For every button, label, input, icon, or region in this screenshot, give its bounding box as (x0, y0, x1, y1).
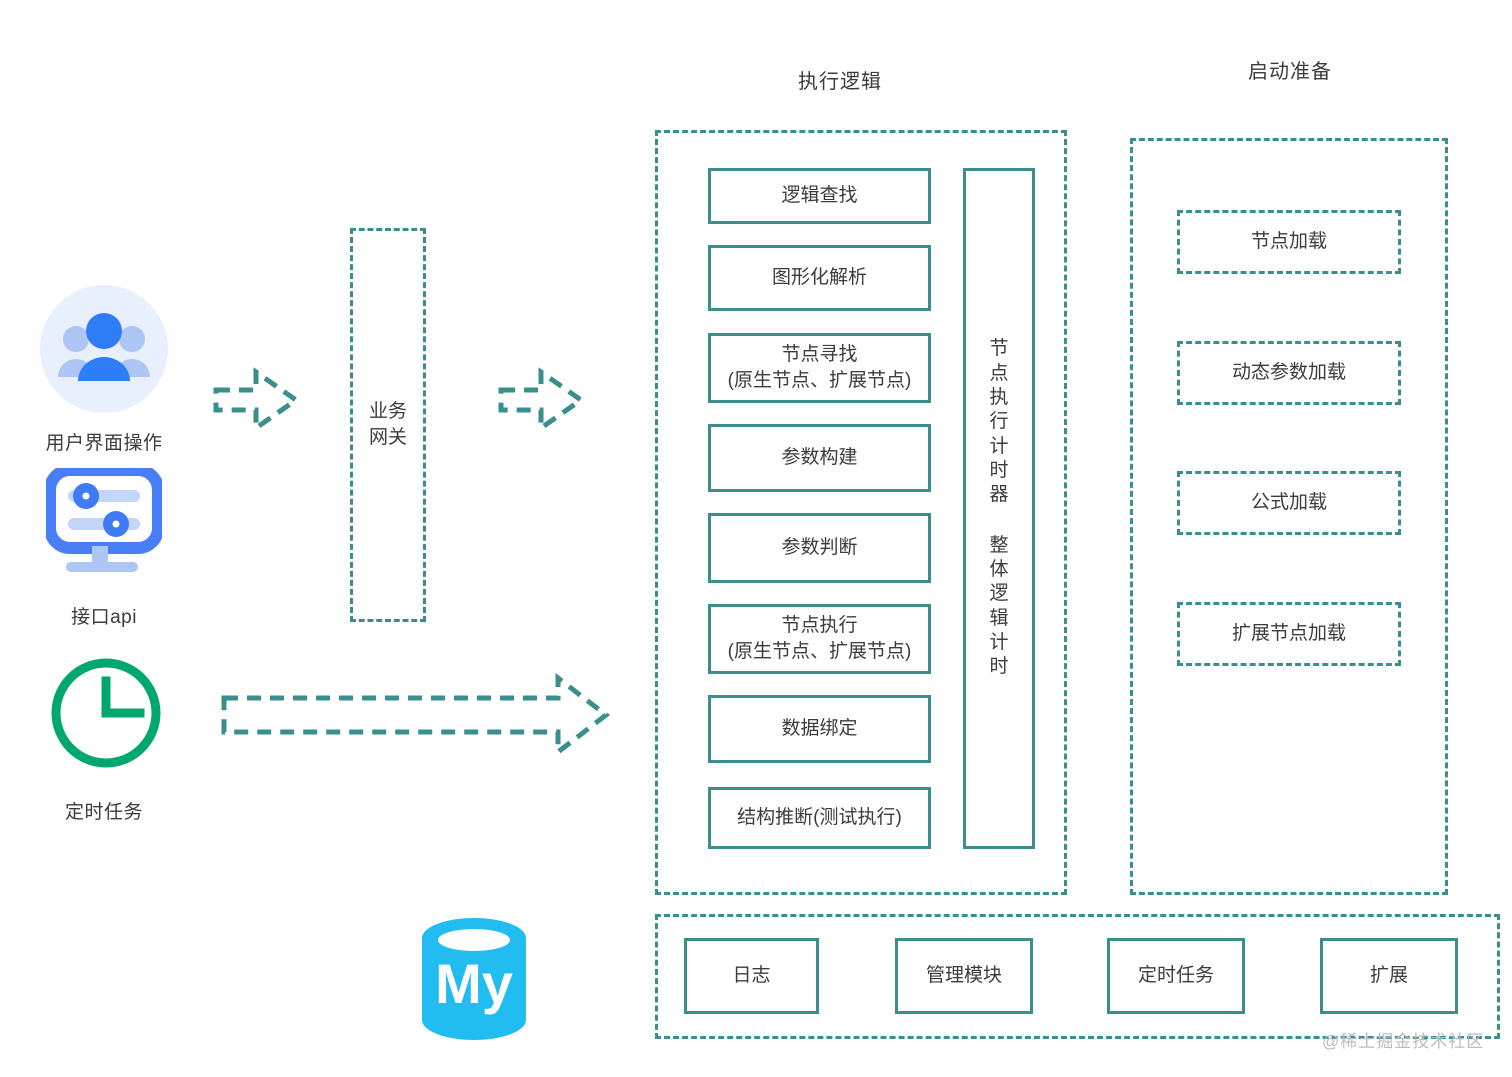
startup-prep-container (1130, 138, 1448, 895)
exec-timer-column[interactable]: 节点 执行 计时 器 整体 逻辑 计时 (963, 168, 1035, 849)
exec-step-label: 图形化解析 (771, 267, 867, 289)
exec-step-label: 节点执行 (原生节点、扩展节点) (727, 615, 912, 662)
exec-step-structure-inference[interactable]: 结构推断(测试执行) (708, 787, 931, 849)
prep-item-node-load[interactable]: 节点加载 (1177, 210, 1401, 274)
business-gateway-box[interactable]: 业务 网关 (350, 228, 426, 622)
section-title-exec-logic: 执行逻辑 (798, 71, 882, 93)
exec-logic-container (655, 130, 1067, 895)
exec-step-param-build[interactable]: 参数构建 (708, 424, 931, 492)
exec-step-label: 数据绑定 (781, 718, 858, 740)
arrow-scheduled-task-to-exec (218, 668, 613, 763)
exec-step-label: 结构推断(测试执行) (737, 807, 902, 829)
arrow-sources-to-gateway (210, 360, 305, 440)
section-title-startup-prep: 启动准备 (1248, 61, 1332, 83)
exec-step-label: 节点寻找 (原生节点、扩展节点) (727, 344, 912, 391)
timer-node-exec-label: 节点 执行 计时 器 (989, 338, 1009, 506)
api-monitor-icon (44, 464, 164, 580)
support-module-label: 定时任务 (1137, 965, 1214, 987)
prep-item-extension-node-load[interactable]: 扩展节点加载 (1177, 602, 1401, 666)
source-label-scheduled-task: 定时任务 (64, 802, 143, 823)
prep-item-label: 节点加载 (1250, 231, 1327, 253)
support-module-label: 管理模块 (925, 965, 1002, 987)
prep-item-label: 动态参数加载 (1231, 362, 1346, 384)
exec-step-param-judge[interactable]: 参数判断 (708, 513, 931, 583)
exec-step-data-binding[interactable]: 数据绑定 (708, 695, 931, 763)
support-module-management[interactable]: 管理模块 (895, 938, 1033, 1014)
support-module-scheduled-task[interactable]: 定时任务 (1107, 938, 1245, 1014)
mysql-database-icon: My (420, 918, 528, 1040)
prep-item-label: 扩展节点加载 (1231, 623, 1346, 645)
exec-step-label: 参数判断 (781, 537, 858, 559)
timer-overall-logic-label: 整体 逻辑 计时 (989, 534, 1009, 678)
support-module-label: 扩展 (1369, 965, 1408, 987)
source-label-ui: 用户界面操作 (45, 433, 163, 454)
exec-step-label: 逻辑查找 (781, 185, 858, 207)
exec-step-node-find[interactable]: 节点寻找 (原生节点、扩展节点) (708, 333, 931, 403)
prep-item-label: 公式加载 (1250, 492, 1327, 514)
arrow-gateway-to-exec (495, 360, 590, 440)
support-module-extension[interactable]: 扩展 (1320, 938, 1458, 1014)
exec-step-label: 参数构建 (781, 447, 858, 469)
source-label-api: 接口api (71, 607, 137, 628)
support-module-log[interactable]: 日志 (684, 938, 819, 1014)
support-module-label: 日志 (732, 965, 771, 987)
prep-item-formula-load[interactable]: 公式加载 (1177, 471, 1401, 535)
prep-item-dynamic-param-load[interactable]: 动态参数加载 (1177, 341, 1401, 405)
business-gateway-label: 业务 网关 (368, 401, 407, 448)
svg-text:My: My (435, 952, 513, 1015)
clock-icon (48, 655, 164, 771)
exec-step-graphical-parse[interactable]: 图形化解析 (708, 245, 931, 311)
users-icon (40, 285, 168, 413)
exec-step-logic-lookup[interactable]: 逻辑查找 (708, 168, 931, 224)
exec-step-node-execute[interactable]: 节点执行 (原生节点、扩展节点) (708, 604, 931, 674)
watermark: @稀土掘金技术社区 (1322, 1032, 1485, 1051)
support-modules-container (655, 914, 1500, 1039)
